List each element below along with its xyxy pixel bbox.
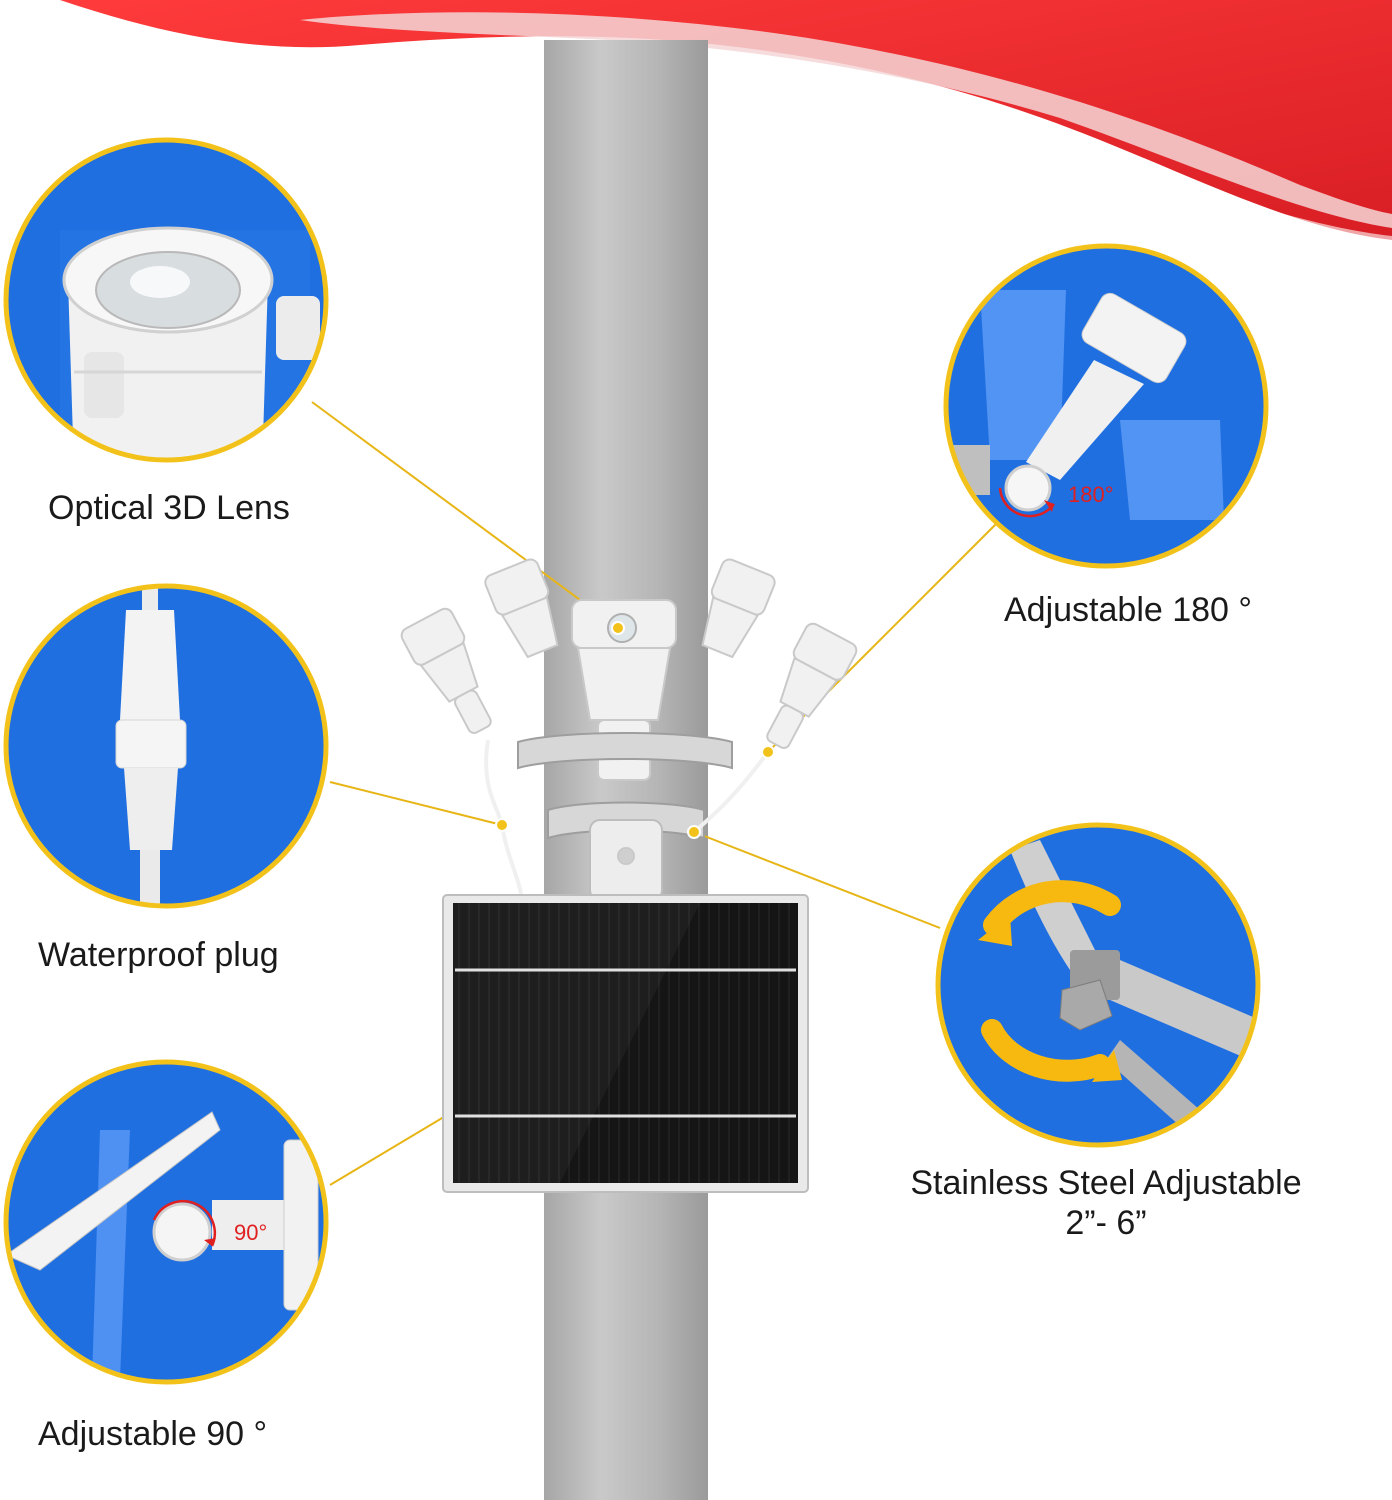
leader-lines bbox=[311, 401, 997, 1186]
clamp-callout-circle bbox=[935, 822, 1261, 1148]
tilt180-label: Adjustable 180 ° bbox=[1004, 591, 1252, 629]
angle-180-text: 180° bbox=[1068, 482, 1114, 507]
tilt90-callout-circle bbox=[3, 1059, 329, 1385]
clamp-label: Stainless Steel Adjustable 2”- 6” bbox=[880, 1163, 1332, 1243]
plug-label: Waterproof plug bbox=[38, 936, 279, 974]
solar-panel bbox=[442, 894, 809, 1193]
spotlight-cluster bbox=[400, 558, 858, 901]
lens-label: Optical 3D Lens bbox=[48, 489, 290, 527]
clamp-label-line1: Stainless Steel Adjustable bbox=[910, 1164, 1302, 1202]
tilt180-callout-circle bbox=[943, 243, 1269, 569]
clamp-label-line2: 2”- 6” bbox=[1065, 1204, 1147, 1242]
flag-graphic bbox=[60, 0, 1392, 242]
rotate-arrow-icon bbox=[981, 880, 1121, 1082]
plug-callout-circle bbox=[3, 583, 329, 909]
angle-90-text: 90° bbox=[234, 1220, 267, 1245]
tilt90-label: Adjustable 90 ° bbox=[38, 1415, 268, 1453]
lens-callout-circle bbox=[3, 137, 329, 463]
